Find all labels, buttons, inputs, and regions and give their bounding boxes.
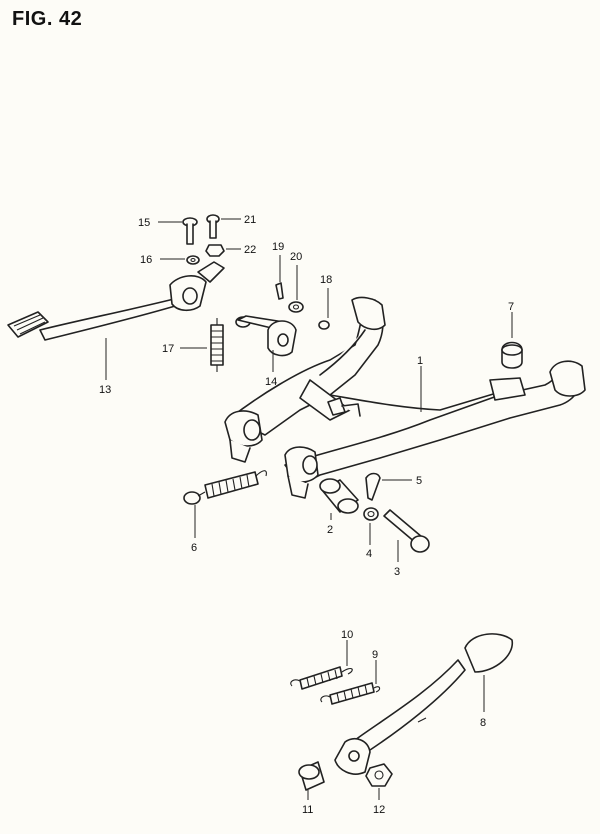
center-stand-frame (224, 296, 586, 499)
callout-20: 20 (290, 251, 302, 263)
callout-2: 2 (327, 524, 333, 536)
callout-9: 9 (372, 649, 378, 661)
pedal-bolt-21 (206, 214, 220, 239)
callout-8: 8 (480, 717, 486, 729)
callout-14: 14 (265, 376, 277, 388)
pedal-washer (186, 255, 200, 265)
callout-4: 4 (366, 548, 372, 560)
callout-21: 21 (244, 214, 256, 226)
callout-18: 18 (320, 274, 332, 286)
shaft-washer (288, 301, 304, 313)
side-stand-bolt (298, 761, 325, 791)
side-stand-nut (365, 763, 393, 787)
callout-16: 16 (140, 254, 152, 266)
pedal-nut (205, 244, 225, 257)
figure-title: FIG. 42 (12, 8, 83, 30)
side-stand (334, 633, 513, 775)
callout-11: 11 (302, 804, 313, 816)
brake-pedal (7, 261, 225, 341)
callout-1: 1 (417, 355, 423, 367)
callout-12: 12 (373, 804, 385, 816)
callout-22: 22 (244, 244, 256, 256)
shaft-bolt (318, 320, 330, 330)
callout-15: 15 (138, 217, 150, 229)
pedal-bolt-15 (182, 217, 198, 245)
pedal-return-spring (210, 318, 224, 372)
callout-17: 17 (162, 343, 174, 355)
pivot-bolt (383, 509, 430, 553)
washer (363, 507, 379, 521)
callout-6: 6 (191, 542, 197, 554)
pedal-shaft (235, 315, 297, 357)
callout-10: 10 (341, 629, 353, 641)
stand-spring (183, 470, 267, 505)
callout-19: 19 (272, 241, 284, 253)
stand-sleeve (319, 478, 359, 514)
rubber-stopper (501, 341, 523, 369)
callout-7: 7 (508, 301, 514, 313)
callout-5: 5 (416, 475, 422, 487)
callout-3: 3 (394, 566, 400, 578)
side-stand-spring-10 (290, 666, 353, 690)
side-stand-spring-9 (320, 682, 381, 705)
shaft-pin (275, 282, 284, 300)
callout-13: 13 (99, 384, 111, 396)
cotter-pin (365, 472, 381, 501)
